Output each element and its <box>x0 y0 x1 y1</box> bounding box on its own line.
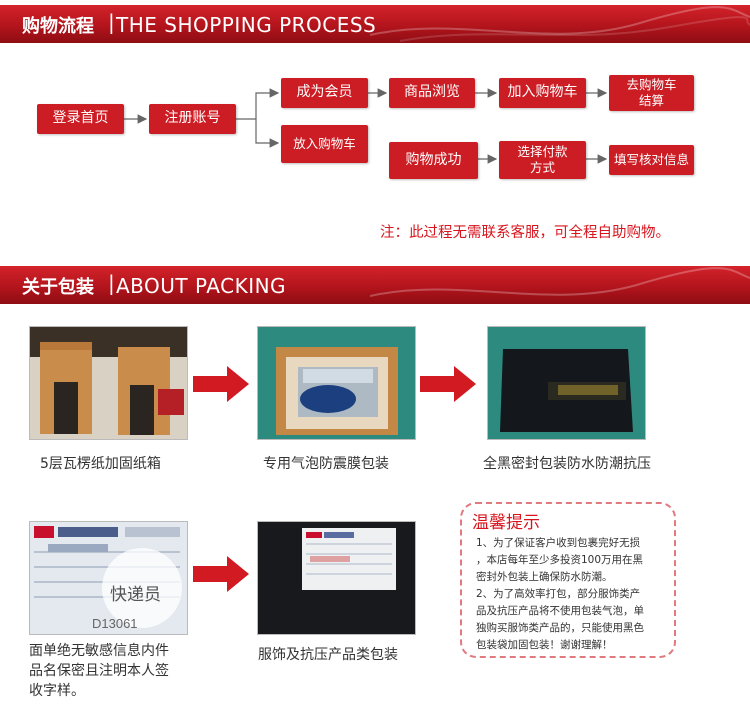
step-label: 购物成功 <box>405 151 462 168</box>
tips-line: 密封外包装上确保防水防潮。 <box>476 571 613 583</box>
photo-bubble-wrap <box>257 326 416 440</box>
step-register: 注册账号 <box>149 104 236 134</box>
packing-arrow-3 <box>193 556 249 592</box>
caption-line: 收字样。 <box>29 683 85 699</box>
step-login: 登录首页 <box>37 104 124 134</box>
banner-wave-decoration <box>370 6 750 42</box>
banner-wave-decoration <box>370 267 750 297</box>
step-verify: 填写核对信息 <box>609 145 694 175</box>
packing-arrow-1 <box>193 366 249 402</box>
warm-tips-box: 温馨提示 1、为了保证客户收到包裹完好无损 ，本店每年至少多投资100万用在黑 … <box>460 502 676 658</box>
step-label: 放入购物车 <box>293 136 356 152</box>
title-separator: | <box>108 271 115 295</box>
section-title: 购物流程 <box>22 16 94 37</box>
tips-title: 温馨提示 <box>472 513 540 533</box>
photo-shipping-label: 快递员 D13061 <box>29 521 188 635</box>
step-payment: 选择付款 方式 <box>499 141 586 179</box>
caption-apparel-bag: 服饰及抗压产品类包装 <box>258 647 398 663</box>
black-package-illustration <box>488 327 645 439</box>
tips-line: ，本店每年至少多投资100万用在黑 <box>476 554 644 566</box>
caption-line: 品名保密且注明本人签 <box>29 663 169 679</box>
packing-arrow-2 <box>420 366 476 402</box>
section-title: 关于包装 <box>22 277 94 298</box>
step-checkout: 去购物车 结算 <box>609 75 694 111</box>
section-subtitle: ABOUT PACKING <box>116 274 287 298</box>
photo-corrugated-box <box>29 326 188 440</box>
photo-apparel-bag <box>257 521 416 635</box>
label-number-text: D13061 <box>92 616 138 631</box>
shipping-label-illustration: 快递员 D13061 <box>30 522 187 634</box>
tips-line: 2、为了高效率打包，部分服饰类产 <box>476 588 641 600</box>
apparel-bag-illustration <box>258 522 415 634</box>
caption-bubble-wrap: 专用气泡防震膜包装 <box>263 456 389 472</box>
step-put-cart: 放入购物车 <box>281 125 368 163</box>
about-packing-banner: 关于包装 | ABOUT PACKING <box>0 266 750 304</box>
tips-line: 品及抗压产品将不使用包装气泡，单 <box>476 605 644 617</box>
flow-arrows <box>124 88 608 164</box>
title-separator: | <box>108 10 115 34</box>
step-label-line1: 去购物车 <box>626 77 677 93</box>
caption-black-sealed: 全黑密封包装防水防潮抗压 <box>483 456 651 472</box>
tips-line: 包装袋加固包装！谢谢理解！ <box>476 639 613 651</box>
photo-black-sealed <box>487 326 646 440</box>
step-label-line1: 选择付款 <box>517 144 568 160</box>
step-add-cart: 加入购物车 <box>499 78 586 108</box>
box-illustration <box>30 327 187 439</box>
step-label: 注册账号 <box>164 110 221 127</box>
tips-line: 1、为了保证客户收到包裹完好无损 <box>476 537 641 549</box>
caption-line: 面单绝无敏感信息内件 <box>29 643 169 659</box>
step-label: 填写核对信息 <box>613 152 689 168</box>
step-label: 成为会员 <box>296 84 353 101</box>
step-label: 登录首页 <box>52 110 109 127</box>
step-label: 加入购物车 <box>507 84 578 101</box>
caption-shipping-label: 面单绝无敏感信息内件 品名保密且注明本人签 收字样。 <box>29 641 169 701</box>
section-subtitle: THE SHOPPING PROCESS <box>116 13 377 37</box>
step-label: 商品浏览 <box>404 84 460 101</box>
step-label-line2: 方式 <box>529 160 555 175</box>
step-label-line2: 结算 <box>638 93 664 108</box>
tips-line: 独购买服饰类产品的，只能使用黑色 <box>476 622 644 634</box>
step-member: 成为会员 <box>281 78 368 108</box>
self-service-note: 注：此过程无需联系客服，可全程自助购物。 <box>380 225 670 241</box>
label-courier-text: 快递员 <box>110 585 161 604</box>
shopping-process-banner: 购物流程 | THE SHOPPING PROCESS <box>0 5 750 43</box>
step-success: 购物成功 <box>389 142 478 179</box>
caption-corrugated-box: 5层瓦楞纸加固纸箱 <box>40 456 161 472</box>
step-browse: 商品浏览 <box>389 78 475 108</box>
bubble-wrap-illustration <box>258 327 415 439</box>
